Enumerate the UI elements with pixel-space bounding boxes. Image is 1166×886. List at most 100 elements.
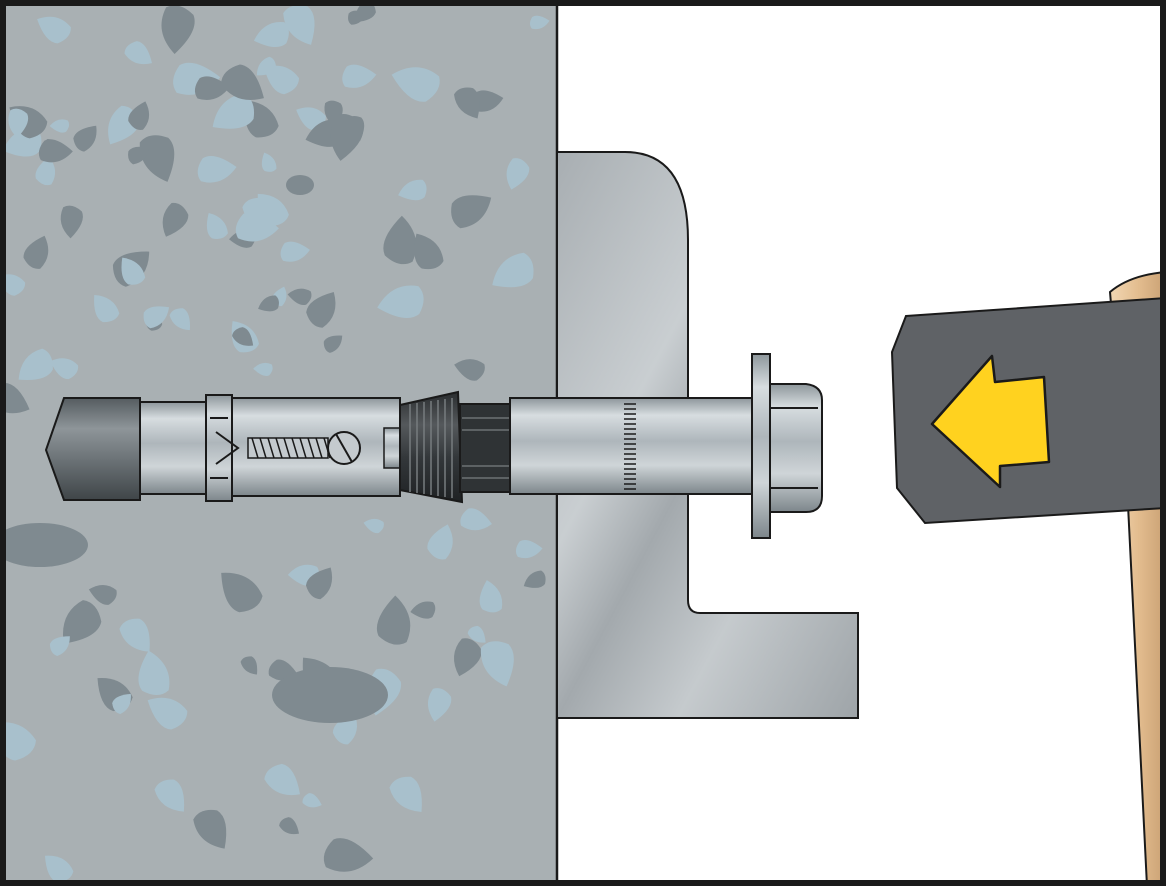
aggregate-stone (264, 763, 300, 795)
threaded-screw (247, 431, 361, 465)
sleeve-slot (215, 431, 240, 465)
aggregate-stone (283, 5, 315, 45)
aggregate-stone (194, 76, 230, 101)
aggregate-stone (472, 90, 504, 112)
aggregate-stone (138, 650, 170, 695)
aggregate-stone (206, 212, 228, 239)
aggregate-stone (376, 595, 411, 645)
left-arrow-icon (930, 354, 1051, 489)
aggregate-stone (35, 156, 56, 186)
aggregate-stone (88, 584, 117, 605)
aggregate-stone (377, 285, 424, 319)
washer (751, 353, 771, 539)
aggregate-stone (128, 146, 150, 165)
aggregate-stone (391, 67, 440, 102)
aggregate-stone (8, 108, 29, 138)
aggregate-stone (63, 600, 102, 644)
aggregate-stone (305, 567, 333, 600)
concrete-aggregate-group (0, 0, 550, 883)
aggregate-stone (454, 638, 482, 677)
knurled-ring (624, 403, 636, 490)
aggregate-stone (147, 697, 188, 730)
aggregate-stone (128, 101, 150, 130)
plastic-compression-sleeve (399, 390, 464, 504)
steel-bracket (556, 151, 859, 719)
aggregate-stone (287, 288, 312, 305)
aggregate-stone (272, 667, 388, 723)
aggregate-stone (480, 641, 514, 687)
aggregate-stone (263, 65, 300, 95)
aggregate-stone (23, 235, 49, 269)
anchor-bolt (44, 353, 823, 539)
aggregate-stone (161, 5, 195, 54)
aggregate-stone (253, 21, 289, 47)
aggregate-stone (212, 93, 254, 129)
aggregate-stone (414, 233, 444, 270)
aggregate-stone (235, 212, 279, 242)
aggregate-stone (492, 252, 534, 288)
aggregate-stone (50, 358, 79, 380)
aggregate-stone (323, 335, 343, 353)
aggregate-stone (124, 41, 152, 65)
aggregate-stone (451, 195, 492, 229)
aggregate-stone (49, 119, 70, 133)
aggregate-stone (221, 572, 263, 613)
aggregate-stone (323, 838, 374, 872)
aggregate-stone (60, 205, 83, 239)
aggregate-stone (121, 257, 146, 285)
anchor-cone-tip (44, 397, 141, 501)
aggregate-stone (256, 56, 277, 76)
aggregate-stone (286, 175, 314, 195)
aggregate-stone (280, 241, 310, 262)
aggregate-stone (139, 135, 175, 182)
expansion-cone (139, 401, 209, 495)
aggregate-stone (529, 15, 550, 30)
spacer-band (459, 403, 513, 493)
aggregate-stone (389, 776, 422, 813)
aggregate-stone (363, 518, 384, 534)
aggregate-stone (49, 636, 70, 657)
aggregate-stone (342, 64, 377, 88)
aggregate-stone (169, 308, 191, 331)
sleeve-collar (205, 394, 233, 502)
aggregate-stone (398, 179, 427, 201)
aggregate-stone (454, 359, 485, 381)
aggregate-stone (506, 158, 530, 190)
aggregate-stone (73, 125, 97, 152)
aggregate-stone (197, 156, 237, 183)
aggregate-stone (94, 294, 120, 323)
hex-nut-head (769, 383, 823, 513)
aggregate-stone (467, 625, 486, 643)
aggregate-stone (0, 382, 30, 414)
aggregate-stone (221, 64, 264, 101)
aggregate-stone (523, 570, 546, 588)
aggregate-stone (0, 523, 88, 567)
aggregate-stone (330, 113, 364, 161)
aggregate-stone (112, 693, 131, 714)
aggregate-stone (232, 327, 254, 346)
aggregate-stone (410, 601, 436, 619)
aggregate-stone (383, 215, 417, 265)
aggregate-stone (479, 580, 503, 613)
aggregate-stone (240, 656, 258, 675)
aggregate-stone (253, 362, 273, 377)
aggregate-stone (302, 793, 322, 808)
aggregate-stone (454, 87, 480, 119)
aggregate-stone (306, 291, 336, 328)
aggregate-stone (261, 152, 277, 172)
aggregate-stone (460, 508, 492, 531)
aggregate-stone (515, 540, 543, 559)
aggregate-stone (44, 855, 74, 883)
aggregate-stone (40, 138, 57, 160)
aggregate-stone (427, 688, 452, 722)
aggregate-stone (37, 16, 71, 44)
aggregate-stone (154, 779, 185, 812)
aggregate-stone (143, 306, 170, 329)
aggregate-stone (427, 524, 453, 560)
aggregate-stone (18, 348, 53, 380)
aggregate-stone (279, 817, 300, 835)
aggregate-stone (119, 618, 150, 652)
aggregate-stone (193, 809, 227, 849)
